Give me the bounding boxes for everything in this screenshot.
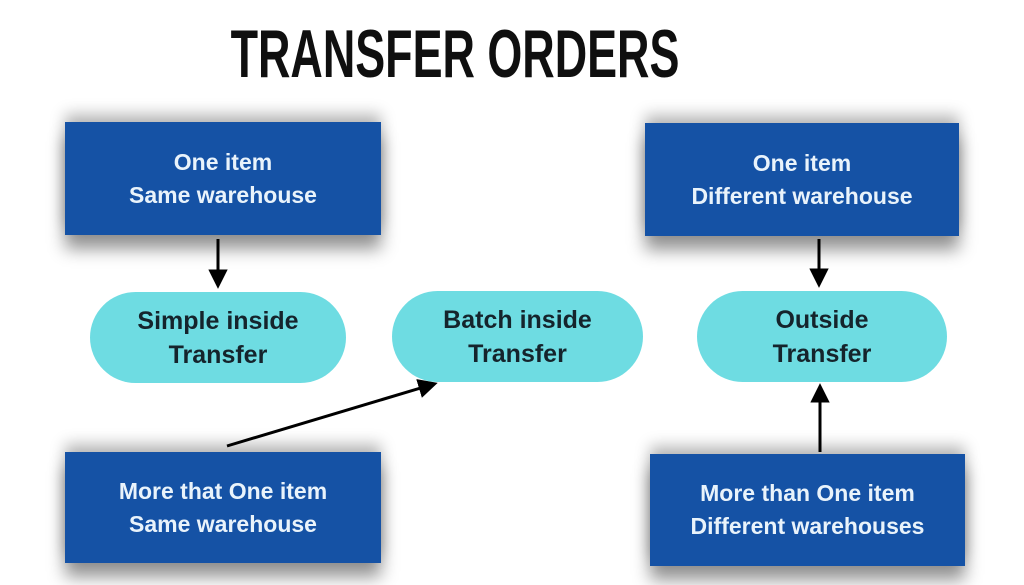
page-title: TRANSFER ORDERS (230, 16, 680, 92)
node-line: Transfer (168, 340, 268, 369)
box-more-that-one-item-same-warehouse: More that One item Same warehouse (65, 452, 381, 563)
arrow-bottomleft-to-batch (226, 379, 438, 448)
node-line: Transfer (468, 339, 567, 368)
node-line: Different warehouses (690, 513, 925, 539)
node-line: One item (173, 148, 273, 175)
node-line: More than One item (700, 480, 915, 506)
node-line: Simple inside (137, 306, 299, 335)
pill-simple-inside-transfer: Simple inside Transfer (90, 292, 346, 383)
pill-batch-inside-transfer: Batch inside Transfer (392, 291, 643, 382)
box-one-item-same-warehouse: One item Same warehouse (65, 122, 381, 235)
node-line: Same warehouse (129, 181, 317, 208)
pill-outside-transfer: Outside Transfer (697, 291, 947, 382)
node-line: More that One item (118, 477, 328, 504)
box-one-item-different-warehouse: One item Different warehouse (645, 123, 959, 236)
node-line: Outside (775, 305, 869, 334)
node-line: Batch inside (443, 305, 592, 334)
node-line: Transfer (772, 339, 872, 368)
node-line: Same warehouse (129, 510, 317, 537)
box-more-than-one-item-different-warehouses: More than One item Different warehouses (650, 454, 965, 566)
node-line: One item (752, 149, 852, 176)
node-line: Different warehouse (691, 182, 913, 209)
